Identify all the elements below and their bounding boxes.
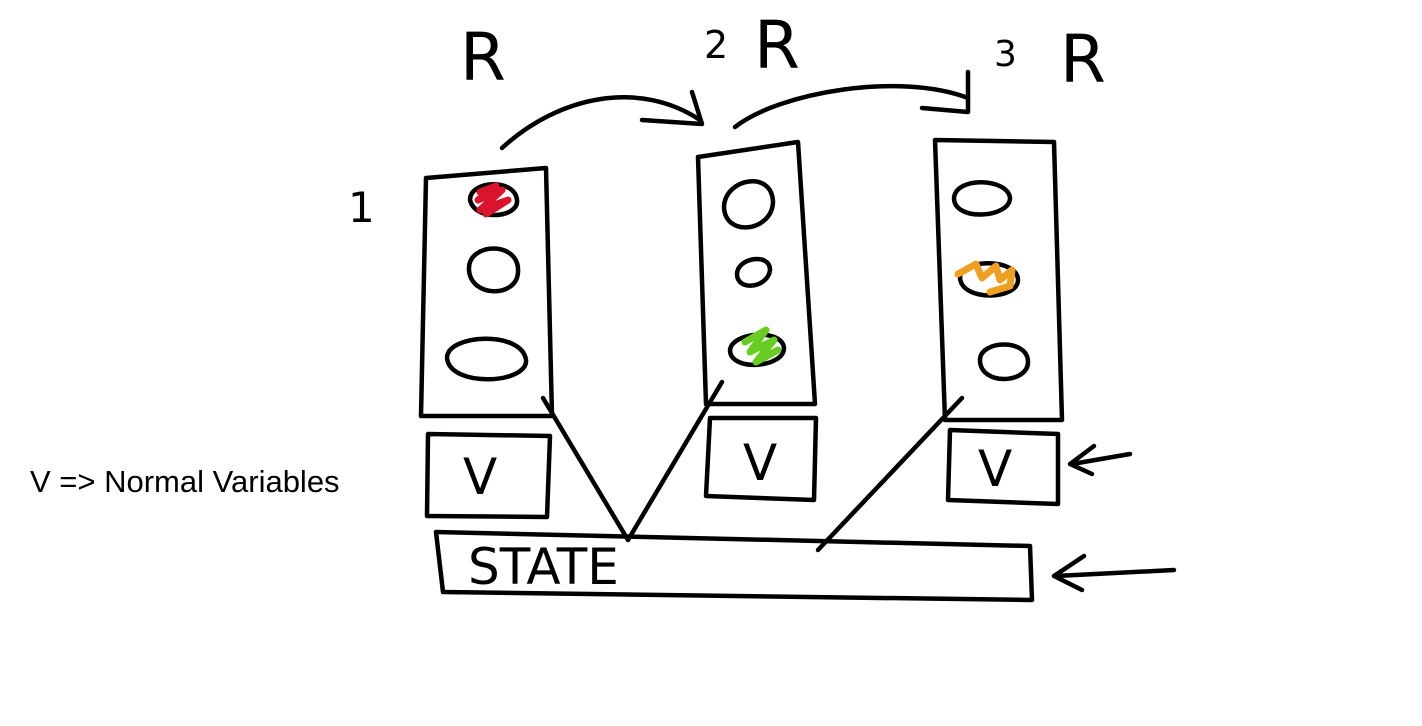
render-label-3: R — [1060, 21, 1106, 98]
legend-text: V => Normal Variables — [30, 464, 340, 499]
variable-arrow — [1067, 443, 1133, 477]
traffic-light-3 — [932, 137, 1065, 423]
row-label-1: 1 — [348, 183, 375, 232]
variable-box-1-label: V — [463, 448, 497, 506]
variable-box-3-label: V — [978, 440, 1012, 498]
state-arrow — [1051, 553, 1177, 593]
variable-box-2-label: V — [743, 434, 777, 492]
light-circle-1-3 — [444, 336, 529, 382]
render-label-1: R — [460, 19, 506, 96]
variable-box-3 — [945, 427, 1061, 507]
light-circle-1-2 — [466, 246, 521, 294]
state-bar — [433, 529, 1035, 603]
render-number-3: 3 — [994, 34, 1017, 75]
light-circle-2-1 — [721, 179, 776, 230]
green-light-circle — [727, 332, 787, 367]
arrow-1-to-2 — [499, 95, 703, 151]
variable-box-2 — [703, 415, 819, 503]
connector-2 — [625, 379, 725, 543]
orange-light-fill — [954, 260, 1016, 296]
light-circle-3-3 — [977, 342, 1031, 382]
arrow-1-to-2-head — [639, 89, 705, 127]
variable-box-1 — [424, 431, 553, 520]
red-light-fill — [474, 182, 512, 218]
state-label: STATE — [468, 538, 619, 596]
traffic-light-2 — [695, 139, 818, 407]
arrow-2-to-3 — [732, 83, 971, 130]
light-circle-3-1 — [951, 180, 1013, 217]
green-light-fill — [741, 326, 782, 366]
connector-3 — [815, 395, 965, 553]
render-label-2: R — [754, 7, 800, 84]
light-circle-2-2 — [734, 256, 773, 288]
connector-1 — [540, 395, 631, 543]
arrow-2-to-3-head — [919, 69, 971, 115]
render-number-2: 2 — [704, 23, 728, 67]
